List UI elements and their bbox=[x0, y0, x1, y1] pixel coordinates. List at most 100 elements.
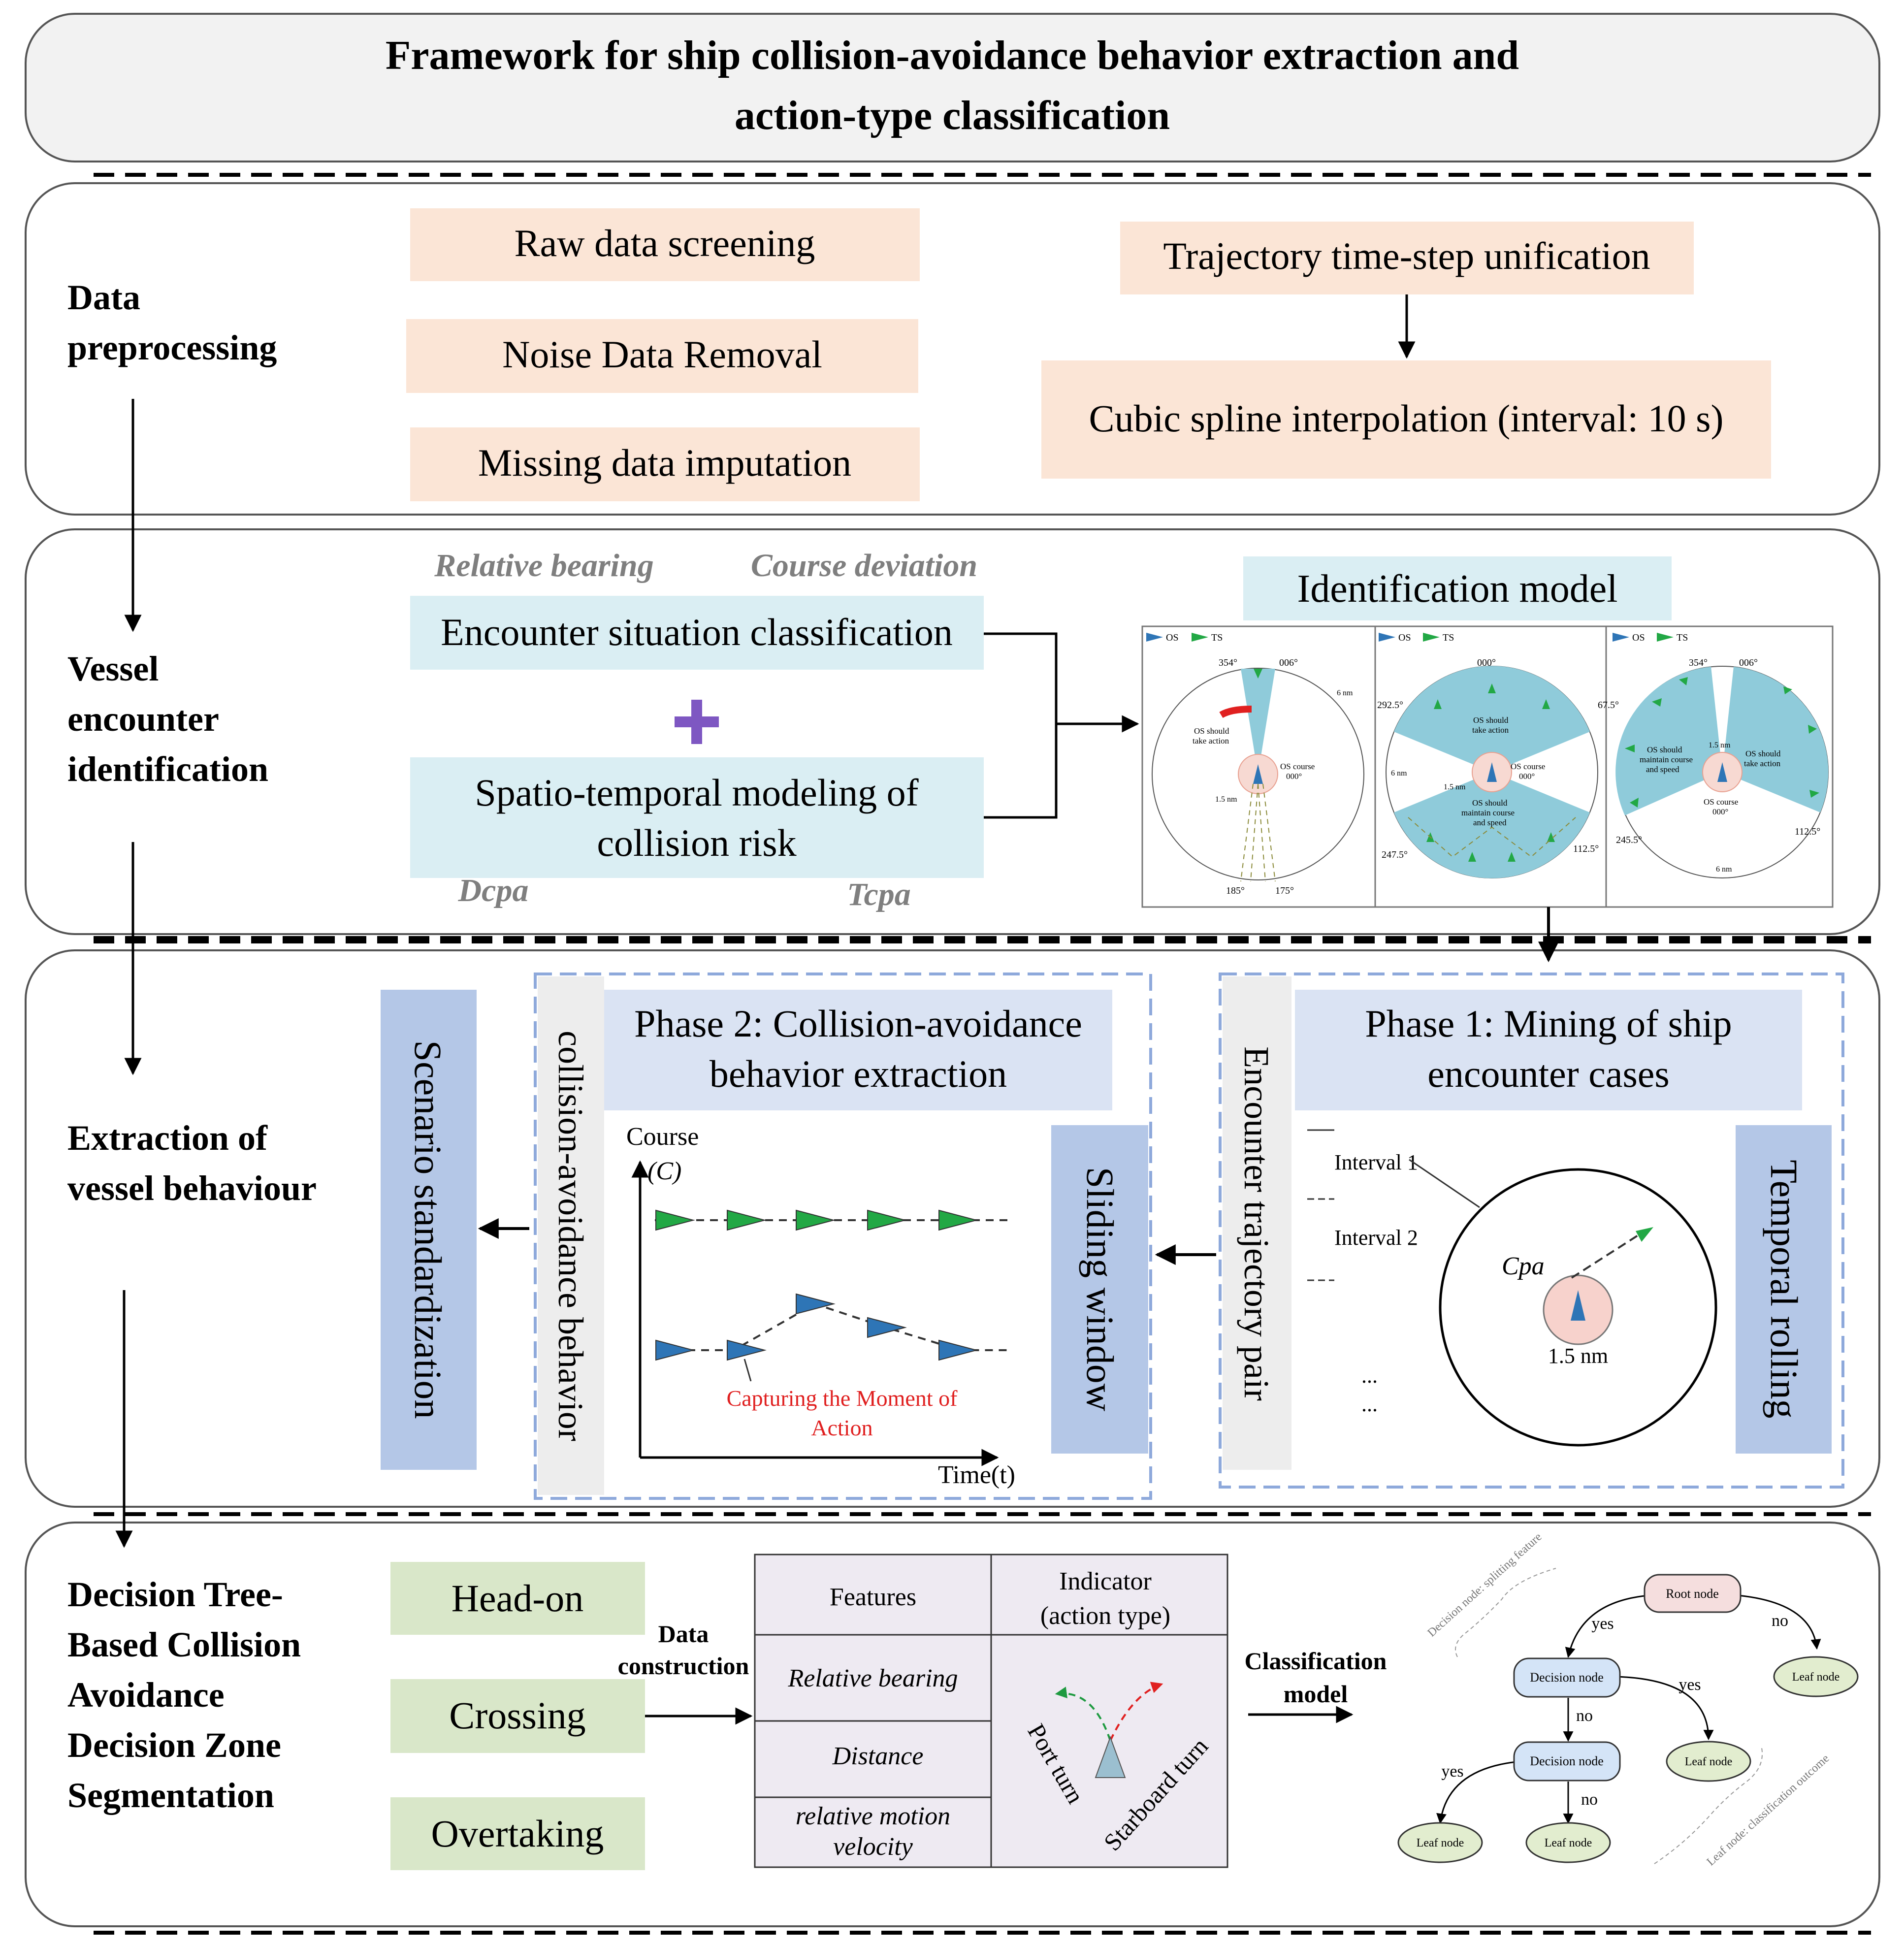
ts-ship-marker-2 bbox=[727, 1209, 767, 1231]
scenario-box bbox=[381, 990, 477, 1470]
interval-1-label: Interval 1 bbox=[1334, 1150, 1418, 1174]
leaf-node-2 bbox=[1666, 1741, 1751, 1782]
section-frame-extraction bbox=[25, 949, 1880, 1508]
legend-os-label-2: OS bbox=[1398, 632, 1411, 643]
timestep-box bbox=[1120, 222, 1694, 294]
edge-yes-3: yes bbox=[1441, 1762, 1463, 1781]
section-label-decision-5: Segmentation bbox=[67, 1776, 274, 1815]
label-1.5nm: 1.5 nm bbox=[1215, 795, 1237, 804]
title-banner bbox=[25, 13, 1880, 162]
title-line-1: Framework for ship collision-avoidance b… bbox=[386, 32, 1519, 78]
timestep-label: Trajectory time-step unification bbox=[1163, 234, 1650, 277]
ts-ship-marker-4 bbox=[867, 1209, 907, 1231]
ts-track-dash bbox=[1571, 1234, 1640, 1279]
left-flow-arrows bbox=[115, 399, 142, 1548]
split-note: Decision node: splitting feature bbox=[1425, 1530, 1545, 1639]
ts-ships-2 bbox=[1426, 683, 1555, 862]
label-course-3-2: 000° bbox=[1712, 807, 1728, 816]
edge-no-3: no bbox=[1581, 1790, 1598, 1809]
section-label-encounter-2: encounter bbox=[67, 699, 219, 739]
ts-ship-marker-1 bbox=[655, 1209, 695, 1231]
legend-os-icon bbox=[1146, 633, 1163, 642]
ts-ship-marker-5 bbox=[938, 1209, 978, 1231]
extraction-group: Scenario standardization collision-avoid… bbox=[381, 972, 1844, 1500]
section-label-preprocessing-2: preprocessing bbox=[67, 328, 277, 367]
section-frame-decision bbox=[25, 1522, 1880, 1927]
label-006-3: 006° bbox=[1739, 657, 1758, 668]
section-label-decision-4: Decision Zone bbox=[67, 1725, 281, 1765]
legend-ts-icon-2 bbox=[1423, 633, 1440, 642]
spline-label: Cubic spline interpolation (interval: 10… bbox=[1089, 397, 1724, 440]
course-deviation-label: Course deviation bbox=[751, 548, 977, 584]
raw-data-label: Raw data screening bbox=[515, 222, 815, 264]
trajectory-pair-box bbox=[1223, 976, 1291, 1470]
section-label-extraction-2: vessel behaviour bbox=[67, 1168, 317, 1208]
identification-model-label: Identification model bbox=[1297, 567, 1618, 611]
sliding-window-box bbox=[1051, 1125, 1148, 1454]
label-1.5nm-2: 1.5 nm bbox=[1444, 783, 1466, 791]
identification-model-box bbox=[1243, 556, 1672, 620]
collision-risk-label-2: collision risk bbox=[597, 821, 796, 864]
label-6nm-3: 6 nm bbox=[1716, 865, 1732, 874]
ts-ship-cpa-icon bbox=[1636, 1227, 1653, 1242]
leaf-node-4-label: Leaf node bbox=[1545, 1837, 1592, 1849]
feature-relative-bearing: Relative bearing bbox=[787, 1664, 958, 1692]
ship-indicator-icon bbox=[1095, 1736, 1126, 1778]
decision-node-2 bbox=[1513, 1741, 1621, 1782]
tree-edges bbox=[1436, 1594, 1821, 1824]
label-os-action-2-2: take action bbox=[1472, 725, 1509, 735]
headon-sector bbox=[1241, 669, 1275, 774]
os-ship-marker-4 bbox=[867, 1317, 907, 1338]
edge-yes-2: yes bbox=[1678, 1676, 1701, 1694]
root-node-label: Root node bbox=[1666, 1587, 1719, 1601]
preprocessing-group: Raw data screening Noise Data Removal Mi… bbox=[406, 208, 1771, 501]
table-header-indicator-1: Indicator bbox=[1059, 1567, 1152, 1595]
scenario-label: Scenario standardization bbox=[407, 1040, 450, 1419]
section-labels: Data preprocessing Vessel encounter iden… bbox=[67, 278, 317, 1815]
label-os-action-2: take action bbox=[1193, 736, 1229, 746]
label-maintain-2-2: maintain course bbox=[1461, 808, 1515, 817]
encounter-bracket bbox=[984, 632, 1058, 819]
ts-ships-3 bbox=[1625, 677, 1819, 808]
trajectory-pair-label: Encounter trajectory pair bbox=[1237, 1046, 1276, 1401]
dcpa-label: Dcpa bbox=[458, 873, 529, 908]
raw-data-box bbox=[410, 208, 920, 281]
leaf-node-1-label: Leaf node bbox=[1792, 1671, 1840, 1684]
phase2-title-1: Phase 2: Collision-avoidance bbox=[634, 1002, 1082, 1045]
phase1-title-2: encounter cases bbox=[1427, 1052, 1670, 1095]
time-axis-label: Time(t) bbox=[938, 1461, 1015, 1489]
feature-velocity-2: velocity bbox=[833, 1833, 913, 1861]
label-os-course-1: OS course bbox=[1280, 762, 1315, 771]
phase2-frame bbox=[534, 972, 1152, 1500]
label-292.5: 292.5° bbox=[1377, 700, 1403, 711]
legend-os-label: OS bbox=[1166, 632, 1179, 643]
legend-ts-label-3: TS bbox=[1677, 632, 1688, 643]
interval-pointer bbox=[1409, 1159, 1480, 1208]
ellipsis-2: ... bbox=[1361, 1392, 1378, 1416]
section-label-preprocessing-1: Data bbox=[67, 278, 140, 317]
edge-no-1: no bbox=[1772, 1612, 1788, 1630]
encounter-panel-overtaking: OS TS 354° 006° 1.5 nm OS should maintai… bbox=[1613, 632, 1829, 878]
label-006: 006° bbox=[1279, 657, 1298, 668]
os-ship-marker-2 bbox=[727, 1339, 767, 1361]
legend-ts-label-2: TS bbox=[1443, 632, 1454, 643]
crossing-sector-top bbox=[1394, 666, 1590, 772]
split-note-brace bbox=[1455, 1568, 1556, 1657]
label-os-course-2-1: OS course bbox=[1511, 762, 1545, 771]
plus-vertical bbox=[691, 700, 702, 744]
cpa-radius-label: 1.5 nm bbox=[1548, 1344, 1608, 1368]
label-245.5: 245.5° bbox=[1616, 835, 1642, 845]
leaf-node-2-label: Leaf node bbox=[1685, 1755, 1733, 1768]
legend-ts-icon-3 bbox=[1657, 633, 1674, 642]
tcpa-label: Tcpa bbox=[847, 876, 911, 912]
os-track-marks bbox=[655, 1293, 978, 1361]
label-maintain-3-2: maintain course bbox=[1640, 755, 1693, 764]
label-354-3: 354° bbox=[1689, 657, 1708, 668]
temporal-rolling-label: Temporal rolling bbox=[1763, 1160, 1806, 1418]
relative-bearing-label: Relative bearing bbox=[434, 548, 653, 584]
os-ship-icon-2 bbox=[1487, 762, 1497, 782]
course-axis-symbol: (C) bbox=[647, 1157, 681, 1185]
label-course-3-1: OS course bbox=[1704, 797, 1738, 807]
phase2-title-box bbox=[604, 990, 1112, 1110]
headon-label: Head-on bbox=[452, 1577, 584, 1620]
